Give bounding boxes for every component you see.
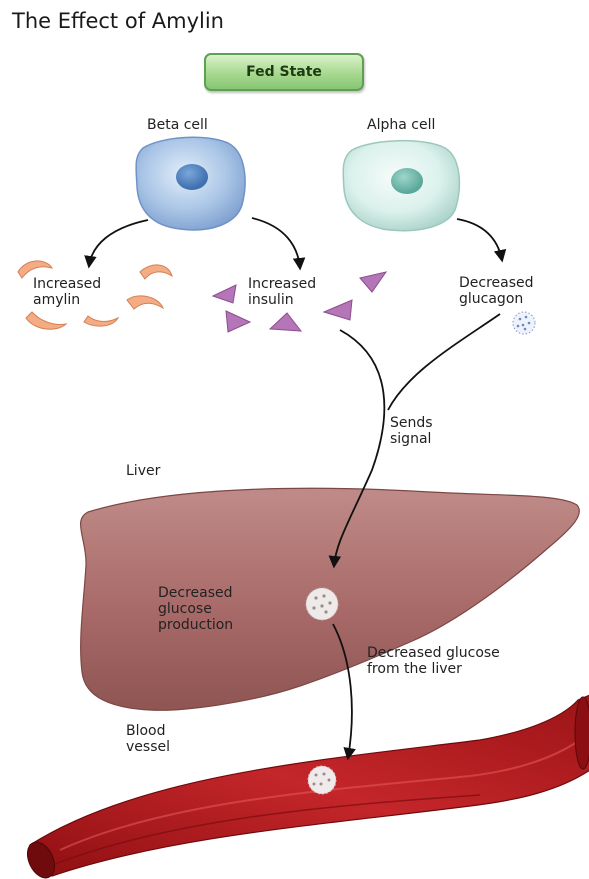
beta-cell-nucleus xyxy=(176,164,208,190)
arrow-alpha-to-glucagon xyxy=(457,219,502,260)
fed-state-badge: Fed State xyxy=(204,53,364,91)
arrow-glucagon-to-signal xyxy=(388,314,500,410)
decreased-glucose-from-liver-label: Decreased glucose from the liver xyxy=(367,645,500,677)
increased-amylin-label: Increased amylin xyxy=(33,276,101,308)
liver-glucose-particle xyxy=(306,588,338,620)
decreased-glucagon-label: Decreased glucagon xyxy=(459,275,534,307)
beta-cell xyxy=(136,137,245,230)
blood-vessel xyxy=(22,695,589,879)
alpha-cell xyxy=(343,141,459,231)
alpha-cell-label: Alpha cell xyxy=(367,117,435,133)
diagram-title: The Effect of Amylin xyxy=(12,8,224,34)
arrow-beta-to-amylin xyxy=(89,220,148,266)
alpha-cell-nucleus xyxy=(391,168,423,194)
decreased-glucose-production-label: Decreased glucose production xyxy=(158,585,233,633)
sends-signal-label: Sends signal xyxy=(390,415,433,447)
glucagon-molecule xyxy=(513,312,535,334)
blood-vessel-label: Blood vessel xyxy=(126,723,170,755)
arrow-beta-to-insulin xyxy=(252,218,300,268)
beta-cell-label: Beta cell xyxy=(147,117,208,133)
liver-label: Liver xyxy=(126,463,160,479)
vessel-glucose-particle xyxy=(308,766,336,794)
increased-insulin-label: Increased insulin xyxy=(248,276,316,308)
